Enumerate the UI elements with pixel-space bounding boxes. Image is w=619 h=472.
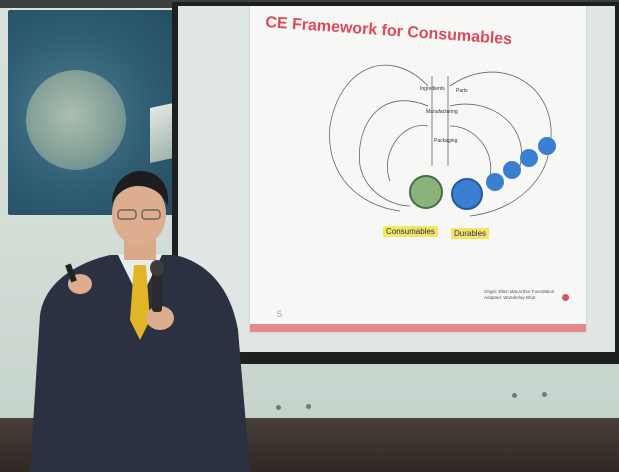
loop-arrow-right-2: [449, 103, 522, 167]
credit-line: Origin: Ellen MacArthur Foundation: [484, 289, 555, 294]
diagram-label: Parts: [456, 88, 468, 94]
wall-dot: [276, 405, 281, 410]
wall-dot: [542, 392, 547, 397]
glasses-right: [141, 209, 161, 220]
yellow-tie: [130, 265, 150, 340]
wall-dot: [306, 404, 311, 409]
credit-line: Adapted: Wonderlay Bhat: [484, 295, 536, 300]
recycle-icon: [538, 137, 556, 155]
right-hand: [146, 306, 174, 330]
consumables-icon: [409, 175, 443, 209]
slide-footer-bar: [250, 324, 586, 332]
durables-icon: [451, 178, 483, 210]
slide-credit: Origin: Ellen MacArthur Foundation Adapt…: [484, 289, 554, 301]
loop-arrow-left-2: [358, 100, 429, 207]
circular-economy-diagram: [329, 64, 556, 217]
globe-graphic: [26, 70, 126, 170]
microphone-icon: [152, 270, 162, 312]
hair: [112, 170, 169, 206]
consumables-label: Consumables: [383, 226, 438, 237]
presentation-slide: CE Framework for Consumables Ingredients…: [250, 6, 586, 332]
loop-arrow-right-3: [449, 125, 492, 177]
diagram-label: Packaging: [434, 138, 458, 144]
reuse-icon: [503, 161, 521, 179]
microphone-head: [150, 260, 164, 276]
wall-dot: [512, 393, 517, 398]
remote-control-icon: [65, 263, 77, 283]
refurbish-icon: [520, 149, 538, 167]
glasses-left: [117, 209, 137, 220]
loop-arrow-left-1: [329, 64, 429, 212]
slide-number: 5: [277, 309, 283, 319]
diagram-label: Manufacturing: [426, 109, 458, 115]
diagram-label: Ingredients: [420, 86, 445, 92]
maintain-icon: [486, 173, 504, 191]
logo-icon: [562, 294, 569, 301]
durables-label: Durables: [451, 228, 490, 239]
loop-arrow-left-3: [387, 125, 429, 182]
head: [112, 182, 166, 246]
